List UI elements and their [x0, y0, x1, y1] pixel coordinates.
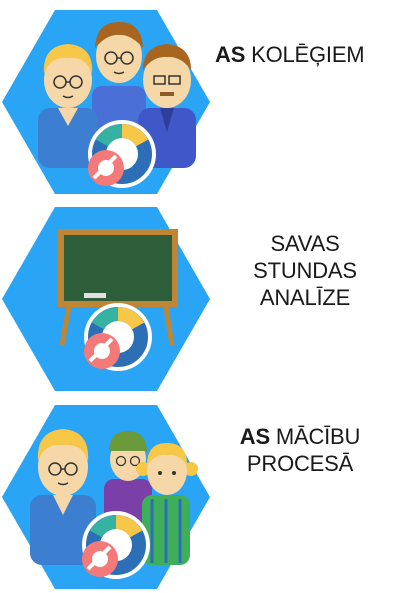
own-lesson-analysis-label: SAVAS STUNDAS ANALĪZE — [240, 230, 370, 311]
label-bold: AS — [215, 42, 246, 67]
teachers-chart-icon — [2, 10, 210, 194]
item-own-lesson-analysis[interactable]: SAVAS STUNDAS ANALĪZE — [0, 205, 400, 395]
students-chart-icon — [2, 405, 210, 589]
colleagues-label: AS KOLĒĢIEM — [215, 41, 400, 68]
label-text: MĀCĪBU — [275, 424, 361, 449]
label-line-2: STUNDAS — [253, 258, 357, 283]
chalkboard-chart-icon — [2, 207, 210, 391]
label-line-3: ANALĪZE — [259, 285, 351, 310]
item-colleagues[interactable]: AS KOLĒĢIEM — [0, 8, 400, 198]
item-learning-process[interactable]: AS MĀCĪBU PROCESĀ — [0, 403, 400, 593]
label-bold: AS — [239, 424, 270, 449]
label-line-1: SAVAS — [270, 231, 340, 256]
label-line-2: PROCESĀ — [246, 451, 354, 476]
label-text: KOLĒĢIEM — [251, 42, 365, 67]
learning-process-label: AS MĀCĪBU PROCESĀ — [215, 423, 385, 477]
